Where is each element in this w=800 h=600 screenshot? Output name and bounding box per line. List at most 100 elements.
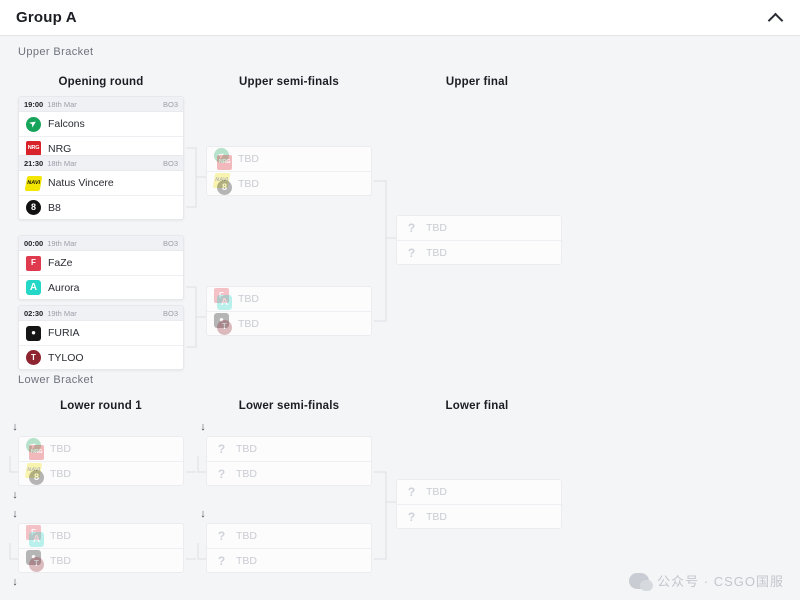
- question-icon: ?: [217, 553, 226, 568]
- lower-bracket-label: Lower Bracket: [18, 374, 94, 386]
- team-name: TBD: [236, 530, 257, 542]
- aurora-logo: A: [29, 532, 44, 547]
- team-row[interactable]: ? TBD: [207, 437, 371, 461]
- team-name: TBD: [50, 467, 71, 480]
- team-row[interactable]: ? TBD: [397, 216, 561, 240]
- qualifier-logos: ● T: [26, 549, 44, 572]
- team-name: B8: [48, 201, 61, 214]
- team-row[interactable]: ? TBD: [397, 240, 561, 264]
- match-header: 21:30 18th Mar BO3: [19, 156, 183, 171]
- match-card[interactable]: F A TBD ● T TBD: [206, 286, 372, 336]
- match-format: BO3: [162, 308, 178, 318]
- furia-logo: ●: [26, 549, 41, 565]
- team-row[interactable]: NRG TBD: [207, 147, 371, 171]
- match-header: 00:00 19th Mar BO3: [19, 236, 183, 251]
- team-row[interactable]: Falcons: [19, 112, 183, 136]
- drop-down-arrow-icon: ↓: [200, 508, 206, 520]
- upper-bracket-label: Upper Bracket: [18, 46, 94, 58]
- team-row[interactable]: ? TBD: [207, 548, 371, 572]
- match-time: 02:30: [24, 308, 44, 318]
- team-row[interactable]: NAVI 8 TBD: [19, 461, 183, 485]
- team-name: TBD: [50, 443, 71, 455]
- match-card[interactable]: NRG TBD NAVI 8 TBD: [18, 436, 184, 486]
- match-card[interactable]: ? TBD ? TBD: [206, 523, 372, 573]
- match-header: 19:00 18th Mar BO3: [19, 97, 183, 112]
- question-icon: ?: [407, 509, 416, 524]
- match-card[interactable]: 19:00 18th Mar BO3 Falcons NRG NRG: [18, 96, 184, 161]
- match-card[interactable]: NRG TBD NAVI 8 TBD: [206, 146, 372, 196]
- match-format: BO3: [162, 238, 178, 248]
- qualifier-logos: F A: [214, 288, 232, 310]
- team-name: Falcons: [48, 118, 85, 130]
- match-time: 00:00: [24, 238, 44, 248]
- match-card[interactable]: F A TBD ● T TBD: [18, 523, 184, 573]
- question-icon: ?: [217, 466, 226, 481]
- match-card[interactable]: 00:00 19th Mar BO3 F FaZe A Aurora: [18, 235, 184, 300]
- match-date: 18th Mar: [47, 99, 77, 109]
- team-row[interactable]: ? TBD: [207, 524, 371, 548]
- team-row[interactable]: ? TBD: [397, 504, 561, 528]
- team-row[interactable]: NRG TBD: [19, 437, 183, 461]
- tyloo-logo: T: [29, 556, 44, 572]
- team-name: TBD: [238, 177, 259, 190]
- match-time: 19:00: [24, 99, 44, 109]
- team-row[interactable]: F A TBD: [207, 287, 371, 311]
- match-card[interactable]: 02:30 19th Mar BO3 ● FURIA T TYLOO: [18, 305, 184, 370]
- match-card[interactable]: ? TBD ? TBD: [396, 215, 562, 265]
- match-format: BO3: [162, 99, 178, 109]
- faze-logo: F: [26, 255, 41, 271]
- page-title: Group A: [16, 9, 77, 26]
- team-name: TBD: [236, 467, 257, 480]
- tyloo-logo: T: [217, 319, 232, 335]
- match-card[interactable]: ? TBD ? TBD: [206, 436, 372, 486]
- team-name: TBD: [236, 443, 257, 455]
- match-format: BO3: [162, 158, 178, 168]
- team-name: TBD: [426, 510, 447, 523]
- team-row[interactable]: ● FURIA: [19, 321, 183, 345]
- aurora-logo: A: [26, 280, 41, 295]
- team-row[interactable]: 8 B8: [19, 195, 183, 219]
- question-icon: ?: [407, 245, 416, 260]
- team-row[interactable]: NAVI 8 TBD: [207, 171, 371, 195]
- round-title-lower-r1: Lower round 1: [60, 400, 142, 412]
- drop-down-arrow-icon: ↓: [200, 421, 206, 433]
- team-name: TBD: [426, 222, 447, 234]
- team-row[interactable]: NRG NRG: [19, 136, 183, 160]
- aurora-logo: A: [217, 295, 232, 310]
- team-name: FURIA: [48, 327, 80, 339]
- team-row[interactable]: ● T TBD: [207, 311, 371, 335]
- team-row[interactable]: ? TBD: [397, 480, 561, 504]
- match-card[interactable]: 21:30 18th Mar BO3 NAVI Natus Vincere 8 …: [18, 155, 184, 220]
- team-name: TBD: [238, 293, 259, 305]
- team-row[interactable]: T TYLOO: [19, 345, 183, 369]
- group-header[interactable]: Group A: [0, 0, 800, 36]
- match-card[interactable]: ? TBD ? TBD: [396, 479, 562, 529]
- team-row[interactable]: A Aurora: [19, 275, 183, 299]
- team-row[interactable]: F A TBD: [19, 524, 183, 548]
- question-icon: ?: [217, 442, 226, 456]
- faze-logo: F: [214, 288, 229, 303]
- team-row[interactable]: ● T TBD: [19, 548, 183, 572]
- team-name: Natus Vincere: [48, 177, 114, 189]
- team-row[interactable]: ? TBD: [207, 461, 371, 485]
- qualifier-logos: NRG: [26, 438, 44, 460]
- round-title-opening: Opening round: [58, 76, 144, 88]
- match-date: 19th Mar: [47, 308, 77, 318]
- b8-logo: 8: [29, 469, 44, 485]
- qualifier-logos: NAVI 8: [24, 462, 44, 485]
- falcons-logo: [214, 148, 229, 163]
- faze-logo: F: [26, 525, 41, 540]
- question-icon: ?: [217, 529, 226, 543]
- team-name: TBD: [426, 246, 447, 259]
- match-time: 21:30: [24, 158, 44, 168]
- navi-logo: NAVI: [24, 175, 43, 191]
- team-name: TYLOO: [48, 351, 84, 364]
- nrg-logo: NRG: [217, 155, 232, 170]
- chevron-up-icon[interactable]: [768, 10, 784, 26]
- qualifier-logos: ● T: [214, 312, 232, 335]
- team-row[interactable]: F FaZe: [19, 251, 183, 275]
- team-name: TBD: [238, 317, 259, 330]
- team-row[interactable]: NAVI Natus Vincere: [19, 171, 183, 195]
- team-name: TBD: [50, 530, 71, 542]
- match-header: 02:30 19th Mar BO3: [19, 306, 183, 321]
